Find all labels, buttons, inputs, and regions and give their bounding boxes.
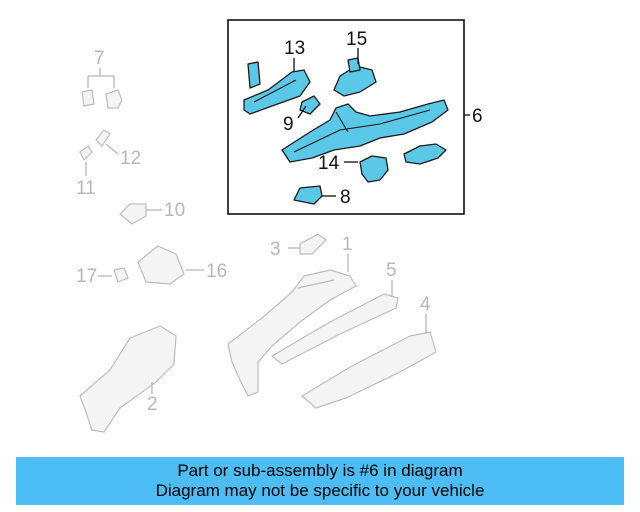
callout-7[interactable]: 7 bbox=[94, 48, 105, 69]
part-2-rail-front[interactable] bbox=[79, 325, 177, 433]
callout-17[interactable]: 17 bbox=[76, 266, 97, 287]
callout-10[interactable]: 10 bbox=[164, 200, 185, 221]
caption-line-1: Part or sub-assembly is #6 in diagram bbox=[177, 461, 463, 480]
part-15-bracket[interactable] bbox=[333, 57, 377, 97]
callout-1[interactable]: 1 bbox=[342, 234, 353, 255]
part-7-clips[interactable] bbox=[81, 68, 123, 109]
callout-11[interactable]: 11 bbox=[76, 178, 96, 199]
callout-13[interactable]: 13 bbox=[284, 38, 305, 59]
callout-16[interactable]: 16 bbox=[206, 261, 227, 282]
part-6-end-bracket[interactable] bbox=[403, 143, 447, 165]
part-9-gusset[interactable] bbox=[299, 95, 321, 115]
callout-4[interactable]: 4 bbox=[420, 294, 431, 315]
caption-line-2: Diagram may not be specific to your vehi… bbox=[155, 481, 485, 500]
part-13-bracket[interactable] bbox=[243, 61, 311, 115]
callout-15[interactable]: 15 bbox=[346, 29, 367, 50]
part-6-frame-rail[interactable] bbox=[281, 99, 449, 163]
part-10-bracket[interactable] bbox=[119, 203, 147, 225]
part-16-mount[interactable] bbox=[137, 245, 185, 285]
part-14-cap[interactable] bbox=[359, 155, 389, 183]
part-11-12-bolts[interactable] bbox=[79, 129, 119, 176]
callout-5[interactable]: 5 bbox=[386, 260, 397, 281]
part-5-rail[interactable] bbox=[271, 293, 399, 365]
caption-bar: Part or sub-assembly is #6 in diagram Di… bbox=[16, 457, 624, 505]
callout-2[interactable]: 2 bbox=[147, 394, 158, 415]
callout-3[interactable]: 3 bbox=[270, 239, 281, 260]
callout-9[interactable]: 9 bbox=[283, 114, 294, 135]
callout-12[interactable]: 12 bbox=[120, 148, 141, 169]
part-3-clip[interactable] bbox=[299, 233, 327, 255]
part-1-apron[interactable] bbox=[227, 269, 357, 397]
part-4-extension[interactable] bbox=[301, 331, 437, 409]
callout-14[interactable]: 14 bbox=[318, 153, 340, 174]
part-8-plate[interactable] bbox=[293, 185, 323, 205]
callout-8[interactable]: 8 bbox=[340, 187, 351, 208]
callout-6[interactable]: 6 bbox=[472, 106, 483, 127]
part-17-plug[interactable] bbox=[113, 267, 129, 283]
